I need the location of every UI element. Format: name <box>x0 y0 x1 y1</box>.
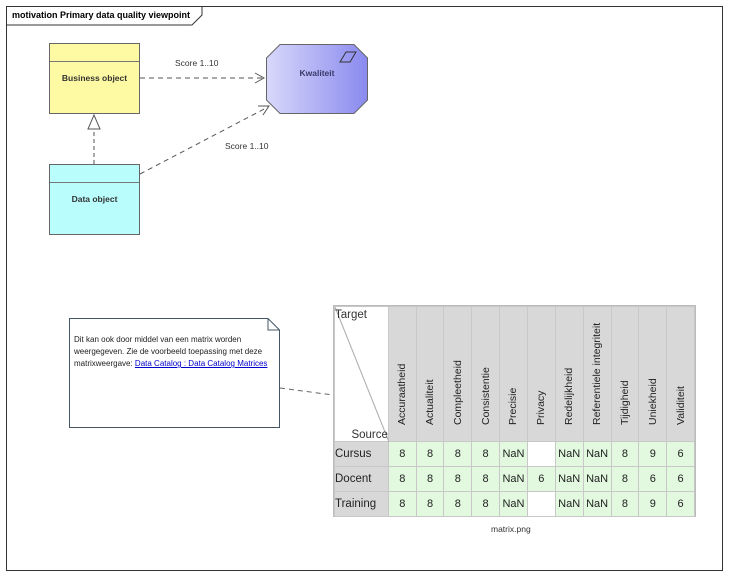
corner-diagonal <box>335 307 389 442</box>
matrix-cell: 8 <box>443 441 473 467</box>
do-to-quality-arrow <box>258 105 270 116</box>
quality-shape <box>266 44 368 114</box>
column-header: Validiteit <box>666 306 695 442</box>
matrix-cell <box>526 491 556 517</box>
row-header: Docent <box>334 466 389 492</box>
matrix-cell: 6 <box>526 466 556 492</box>
business-object-label: Business object <box>61 73 128 83</box>
do-relation-label: Score 1..10 <box>225 141 269 151</box>
matrix-cell: 8 <box>387 491 417 517</box>
matrix-cell: 8 <box>415 466 445 492</box>
source-label: Source <box>351 429 388 441</box>
matrix-cell: 8 <box>471 491 500 517</box>
data-object-label: Data object <box>71 194 118 204</box>
note[interactable]: Dit kan ook door middel van een matrix w… <box>69 318 280 428</box>
note-body: Dit kan ook door middel van een matrix w… <box>74 335 263 368</box>
matrix-cell: NaN <box>582 441 612 467</box>
column-header: Precisie <box>499 306 528 442</box>
matrix-cell: 8 <box>443 491 473 517</box>
note-link[interactable]: Data Catalog : Data Catalog Matrices <box>134 359 268 368</box>
diagram-frame <box>6 6 723 571</box>
matrix-cell: NaN <box>554 491 584 517</box>
matrix-table: Target Source Accuraatheid Actualiteit C… <box>334 306 695 517</box>
column-header: Consistentie <box>471 306 500 442</box>
matrix-cell: 8 <box>610 491 640 517</box>
matrix-cell: 8 <box>387 441 417 467</box>
matrix-corner: Target Source <box>334 306 389 442</box>
quality-label: Kwaliteit <box>299 68 335 78</box>
matrix-cell: NaN <box>582 491 612 517</box>
matrix-cell: NaN <box>499 491 528 517</box>
column-header: Actualiteit <box>415 306 445 442</box>
note-shape <box>69 318 280 428</box>
generalization-arrow <box>87 113 101 130</box>
row-header: Training <box>334 491 389 517</box>
matrix-cell: 8 <box>471 466 500 492</box>
data-object[interactable]: Data object <box>49 164 140 235</box>
matrix-header-row: Target Source Accuraatheid Actualiteit C… <box>334 306 695 442</box>
matrix-image: Target Source Accuraatheid Actualiteit C… <box>333 305 696 517</box>
target-label: Target <box>335 309 367 321</box>
do-to-quality-line <box>139 106 269 175</box>
matrix-cell <box>526 441 556 467</box>
data-object-header <box>50 165 139 183</box>
matrix-cell: 6 <box>666 441 695 467</box>
column-header: Compleetheid <box>443 306 473 442</box>
matrix-cell: 8 <box>415 491 445 517</box>
column-header: Tijdigheid <box>610 306 640 442</box>
note-text: Dit kan ook door middel van een matrix w… <box>74 334 278 370</box>
matrix-cell: NaN <box>499 441 528 467</box>
matrix-cell: 6 <box>638 466 668 492</box>
quality-meaning[interactable]: Kwaliteit <box>266 44 368 114</box>
business-object[interactable]: Business object <box>49 43 140 114</box>
matrix-cell: NaN <box>554 441 584 467</box>
matrix-cell: NaN <box>582 466 612 492</box>
column-header: Referentiele integriteit <box>582 306 612 442</box>
column-header: Privacy <box>526 306 556 442</box>
bo-to-quality-arrow <box>254 72 266 84</box>
note-connector <box>279 387 334 396</box>
matrix-cell: 8 <box>443 466 473 492</box>
bo-relation-label: Score 1..10 <box>175 58 219 68</box>
matrix-cell: 9 <box>638 491 668 517</box>
matrix-cell: NaN <box>554 466 584 492</box>
business-object-header <box>50 44 139 62</box>
matrix-cell: 8 <box>610 441 640 467</box>
matrix-cell: 8 <box>610 466 640 492</box>
column-header: Uniekheid <box>638 306 668 442</box>
matrix-cell: 9 <box>638 441 668 467</box>
matrix-cell: 8 <box>415 441 445 467</box>
matrix-cell: 8 <box>471 441 500 467</box>
matrix-cell: 6 <box>666 491 695 517</box>
matrix-cell: 6 <box>666 466 695 492</box>
frame-tab-shape <box>6 6 203 26</box>
column-header: Redelijkheid <box>554 306 584 442</box>
frame-title: motivation Primary data quality viewpoin… <box>12 10 191 20</box>
meaning-icon <box>339 51 357 63</box>
column-header: Accuraatheid <box>387 306 417 442</box>
matrix-cell: NaN <box>499 466 528 492</box>
row-header: Cursus <box>334 441 389 467</box>
matrix-caption: matrix.png <box>491 524 531 534</box>
matrix-cell: 8 <box>387 466 417 492</box>
